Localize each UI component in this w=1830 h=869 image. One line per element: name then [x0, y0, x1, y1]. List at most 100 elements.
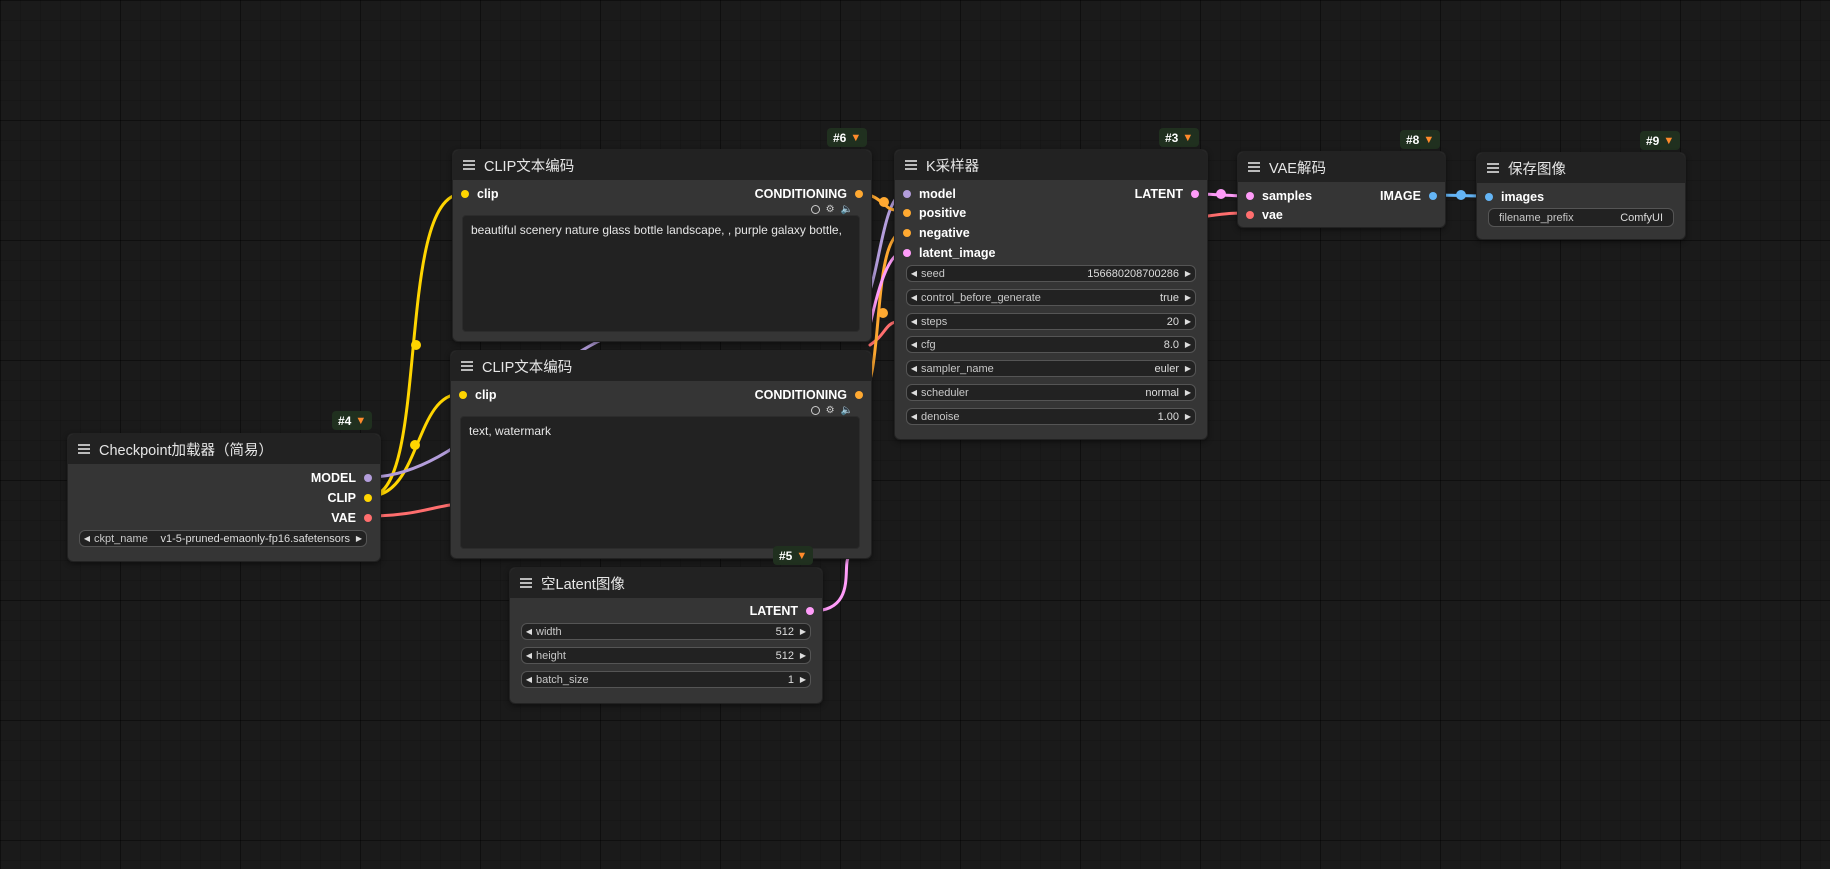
hamburger-icon[interactable]: [520, 578, 532, 588]
reroute-dot[interactable]: [878, 308, 888, 318]
slot-dot[interactable]: [903, 229, 911, 237]
widget-cfg[interactable]: ◀ cfg 8.0 ▶: [906, 336, 1196, 353]
hamburger-icon[interactable]: [463, 160, 475, 170]
arrow-right-icon[interactable]: ▶: [1184, 364, 1192, 373]
hamburger-icon[interactable]: [1248, 162, 1260, 172]
widget-scheduler[interactable]: ◀ scheduler normal ▶: [906, 384, 1196, 401]
slot-dot[interactable]: [1191, 190, 1199, 198]
reroute-dot[interactable]: [1216, 189, 1226, 199]
hamburger-icon[interactable]: [78, 444, 90, 454]
arrow-right-icon[interactable]: ▶: [355, 534, 363, 543]
node-title-bar[interactable]: CLIP文本编码: [453, 150, 871, 180]
prompt-textarea[interactable]: beautiful scenery nature glass bottle la…: [462, 215, 860, 332]
node-title-bar[interactable]: 保存图像: [1477, 153, 1685, 183]
widget-sampler-name[interactable]: ◀ sampler_name euler ▶: [906, 360, 1196, 377]
arrow-left-icon[interactable]: ◀: [910, 269, 918, 278]
slot-dot[interactable]: [903, 249, 911, 257]
slot-dot[interactable]: [459, 391, 467, 399]
node-clip-text-encode-negative[interactable]: CLIP文本编码 clip CONDITIONING ⚙ 🔈 text, wat…: [450, 350, 872, 559]
output-slot-conditioning[interactable]: CONDITIONING: [755, 187, 871, 201]
arrow-right-icon[interactable]: ▶: [1184, 388, 1192, 397]
output-slot-vae[interactable]: VAE: [331, 511, 380, 525]
arrow-right-icon[interactable]: ▶: [1184, 412, 1192, 421]
output-slot-latent[interactable]: LATENT: [1135, 187, 1207, 201]
node-save-image[interactable]: 保存图像 images filename_prefix ComfyUI: [1476, 152, 1686, 240]
hamburger-icon[interactable]: [905, 160, 917, 170]
slot-dot[interactable]: [1429, 192, 1437, 200]
slot-dot[interactable]: [806, 607, 814, 615]
output-slot-latent[interactable]: LATENT: [750, 604, 822, 618]
slot-dot[interactable]: [903, 209, 911, 217]
slot-dot[interactable]: [364, 474, 372, 482]
slot-dot[interactable]: [1246, 211, 1254, 219]
widget-filename-prefix[interactable]: filename_prefix ComfyUI: [1488, 208, 1674, 227]
output-slot-image[interactable]: IMAGE: [1380, 189, 1445, 203]
node-checkpoint-loader[interactable]: Checkpoint加载器（简易） MODEL CLIP VAE ◀ ckpt_…: [67, 433, 381, 562]
node-title-bar[interactable]: Checkpoint加载器（简易）: [68, 434, 380, 464]
arrow-left-icon[interactable]: ◀: [525, 675, 533, 684]
arrow-left-icon[interactable]: ◀: [83, 534, 91, 543]
slot-dot[interactable]: [1246, 192, 1254, 200]
widget-control-before-generate[interactable]: ◀ control_before_generate true ▶: [906, 289, 1196, 306]
speaker-icon[interactable]: 🔈: [840, 204, 853, 215]
slot-dot[interactable]: [364, 514, 372, 522]
hamburger-icon[interactable]: [461, 361, 473, 371]
arrow-right-icon[interactable]: ▶: [1184, 293, 1192, 302]
arrow-right-icon[interactable]: ▶: [799, 651, 807, 660]
arrow-left-icon[interactable]: ◀: [525, 651, 533, 660]
node-title-bar[interactable]: VAE解码: [1238, 152, 1445, 182]
slot-dot[interactable]: [855, 190, 863, 198]
slot-dot[interactable]: [903, 190, 911, 198]
arrow-left-icon[interactable]: ◀: [910, 388, 918, 397]
reroute-dot[interactable]: [410, 440, 420, 450]
output-slot-clip[interactable]: CLIP: [328, 491, 380, 505]
widget-denoise[interactable]: ◀ denoise 1.00 ▶: [906, 408, 1196, 425]
widget-height[interactable]: ◀ height 512 ▶: [521, 647, 811, 664]
node-title-bar[interactable]: 空Latent图像: [510, 568, 822, 598]
input-slot-model[interactable]: model: [895, 187, 956, 201]
slot-dot[interactable]: [461, 190, 469, 198]
node-empty-latent-image[interactable]: 空Latent图像 LATENT ◀ width 512 ▶ ◀ height …: [509, 567, 823, 704]
prompt-textarea[interactable]: text, watermark: [460, 416, 860, 549]
arrow-right-icon[interactable]: ▶: [1184, 317, 1192, 326]
slot-dot[interactable]: [855, 391, 863, 399]
circle-icon[interactable]: [810, 406, 820, 415]
output-slot-model[interactable]: MODEL: [311, 471, 380, 485]
input-slot-positive[interactable]: positive: [895, 206, 966, 220]
arrow-left-icon[interactable]: ◀: [910, 364, 918, 373]
arrow-right-icon[interactable]: ▶: [1184, 340, 1192, 349]
slot-dot[interactable]: [364, 494, 372, 502]
hamburger-icon[interactable]: [1487, 163, 1499, 173]
arrow-right-icon[interactable]: ▶: [799, 627, 807, 636]
widget-ckpt-name[interactable]: ◀ ckpt_name v1-5-pruned-emaonly-fp16.saf…: [79, 530, 367, 547]
node-title-bar[interactable]: K采样器: [895, 150, 1207, 180]
input-slot-clip[interactable]: clip: [453, 187, 499, 201]
input-slot-latent-image[interactable]: latent_image: [895, 246, 995, 260]
arrow-left-icon[interactable]: ◀: [910, 317, 918, 326]
input-slot-vae[interactable]: vae: [1238, 208, 1283, 222]
gear-icon[interactable]: ⚙: [825, 204, 835, 215]
arrow-left-icon[interactable]: ◀: [910, 340, 918, 349]
reroute-dot[interactable]: [1456, 190, 1466, 200]
input-slot-clip[interactable]: clip: [451, 388, 497, 402]
widget-width[interactable]: ◀ width 512 ▶: [521, 623, 811, 640]
widget-batch-size[interactable]: ◀ batch_size 1 ▶: [521, 671, 811, 688]
node-vae-decode[interactable]: VAE解码 samples vae IMAGE: [1237, 151, 1446, 228]
input-slot-images[interactable]: images: [1477, 190, 1544, 204]
arrow-left-icon[interactable]: ◀: [910, 293, 918, 302]
node-ksampler[interactable]: K采样器 model positive negative latent_imag…: [894, 149, 1208, 440]
slot-dot[interactable]: [1485, 193, 1493, 201]
speaker-icon[interactable]: 🔈: [840, 405, 853, 416]
circle-icon[interactable]: [810, 205, 820, 214]
widget-steps[interactable]: ◀ steps 20 ▶: [906, 313, 1196, 330]
input-slot-negative[interactable]: negative: [895, 226, 970, 240]
gear-icon[interactable]: ⚙: [825, 405, 835, 416]
arrow-left-icon[interactable]: ◀: [525, 627, 533, 636]
widget-seed[interactable]: ◀ seed 156680208700286 ▶: [906, 265, 1196, 282]
reroute-dot[interactable]: [879, 197, 889, 207]
arrow-right-icon[interactable]: ▶: [799, 675, 807, 684]
output-slot-conditioning[interactable]: CONDITIONING: [755, 388, 871, 402]
node-title-bar[interactable]: CLIP文本编码: [451, 351, 871, 381]
arrow-left-icon[interactable]: ◀: [910, 412, 918, 421]
arrow-right-icon[interactable]: ▶: [1184, 269, 1192, 278]
